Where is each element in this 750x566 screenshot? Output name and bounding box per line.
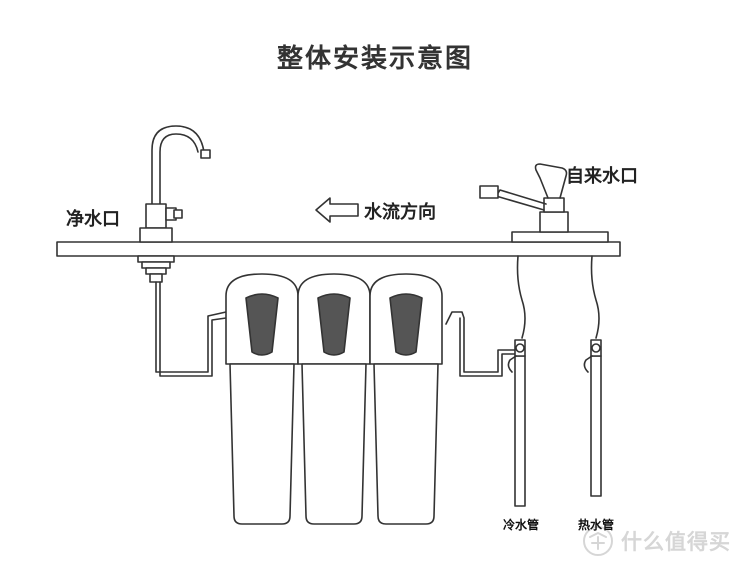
tap-water-inlet-label: 自来水口 [566,166,638,187]
inlet-tubing [445,255,526,377]
cold-pipe-label: 冷水管 [503,518,540,532]
cold-water-pipe [507,339,526,507]
outlet-tubing [155,281,227,377]
purified-water-faucet [137,125,211,283]
watermark-text: 什么值得买 [621,530,731,554]
hot-water-pipe [583,255,602,497]
filter-units [225,273,443,525]
hot-pipe-label: 热水管 [578,518,615,532]
purified-outlet-label: 净水口 [66,209,120,230]
filter-1 [225,273,299,525]
diagram-title: 整体安装示意图 [276,44,473,74]
filter-3 [369,273,443,525]
flow-direction-label: 水流方向 [364,202,436,223]
smzdm-logo-icon [583,526,613,556]
tap-water-faucet [479,163,609,243]
filter-2 [297,273,371,525]
countertop [56,241,621,257]
watermark: 什么值得买 [585,524,731,558]
flow-direction-arrow [315,197,359,223]
